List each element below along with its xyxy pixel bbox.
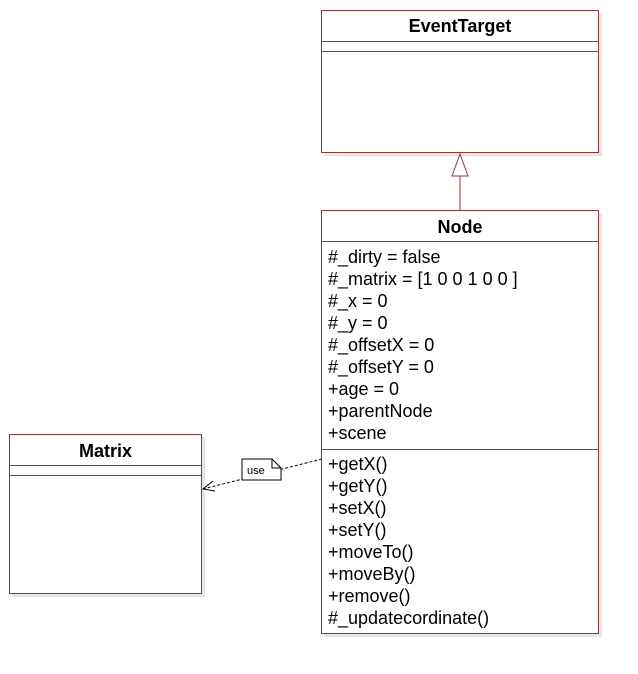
class-matrix[interactable]: Matrix <box>9 434 202 594</box>
operation-sety: +setY() <box>328 520 387 540</box>
use-note: use <box>241 458 282 481</box>
attribute-y: #_y = 0 <box>328 313 388 333</box>
attribute-matrix: #_matrix = [1 0 0 1 0 0 ] <box>328 269 518 289</box>
operation-setx: +setX() <box>328 498 387 518</box>
class-matrix-operations <box>10 476 201 593</box>
class-node[interactable]: Node #_dirty = false #_matrix = [1 0 0 1… <box>321 210 599 634</box>
attribute-offsety: #_offsetY = 0 <box>328 357 434 377</box>
operation-moveto: +moveTo() <box>328 542 414 562</box>
attribute-offsetx: #_offsetX = 0 <box>328 335 435 355</box>
class-matrix-name: Matrix <box>78 441 132 461</box>
class-eventtarget-name: EventTarget <box>408 16 512 36</box>
class-eventtarget[interactable]: EventTarget <box>321 10 599 153</box>
class-node-name: Node <box>437 217 483 237</box>
operation-updatecordinate: #_updatecordinate() <box>328 608 490 628</box>
operation-getx: +getX() <box>328 454 388 474</box>
class-node-header: Node <box>322 211 598 242</box>
operation-moveby: +moveBy() <box>328 564 416 584</box>
operation-remove: +remove() <box>328 586 411 606</box>
attribute-x: #_x = 0 <box>328 291 388 311</box>
class-eventtarget-operations <box>322 52 598 150</box>
dependency-arrowhead <box>201 480 216 492</box>
class-matrix-header: Matrix <box>10 435 201 466</box>
class-node-attributes: #_dirty = false #_matrix = [1 0 0 1 0 0 … <box>322 242 598 450</box>
class-eventtarget-attributes <box>322 42 598 52</box>
generalization-arrowhead <box>451 152 469 177</box>
attribute-scene: +scene <box>328 423 387 443</box>
use-label: use <box>247 465 265 477</box>
class-matrix-attributes <box>10 466 201 476</box>
attribute-parentnode: +parentNode <box>328 401 433 421</box>
class-eventtarget-header: EventTarget <box>322 11 598 42</box>
attribute-dirty: #_dirty = false <box>328 247 441 267</box>
operation-gety: +getY() <box>328 476 388 496</box>
class-node-operations: +getX() +getY() +setX() +setY() +moveTo(… <box>322 450 598 633</box>
attribute-age: +age = 0 <box>328 379 400 399</box>
